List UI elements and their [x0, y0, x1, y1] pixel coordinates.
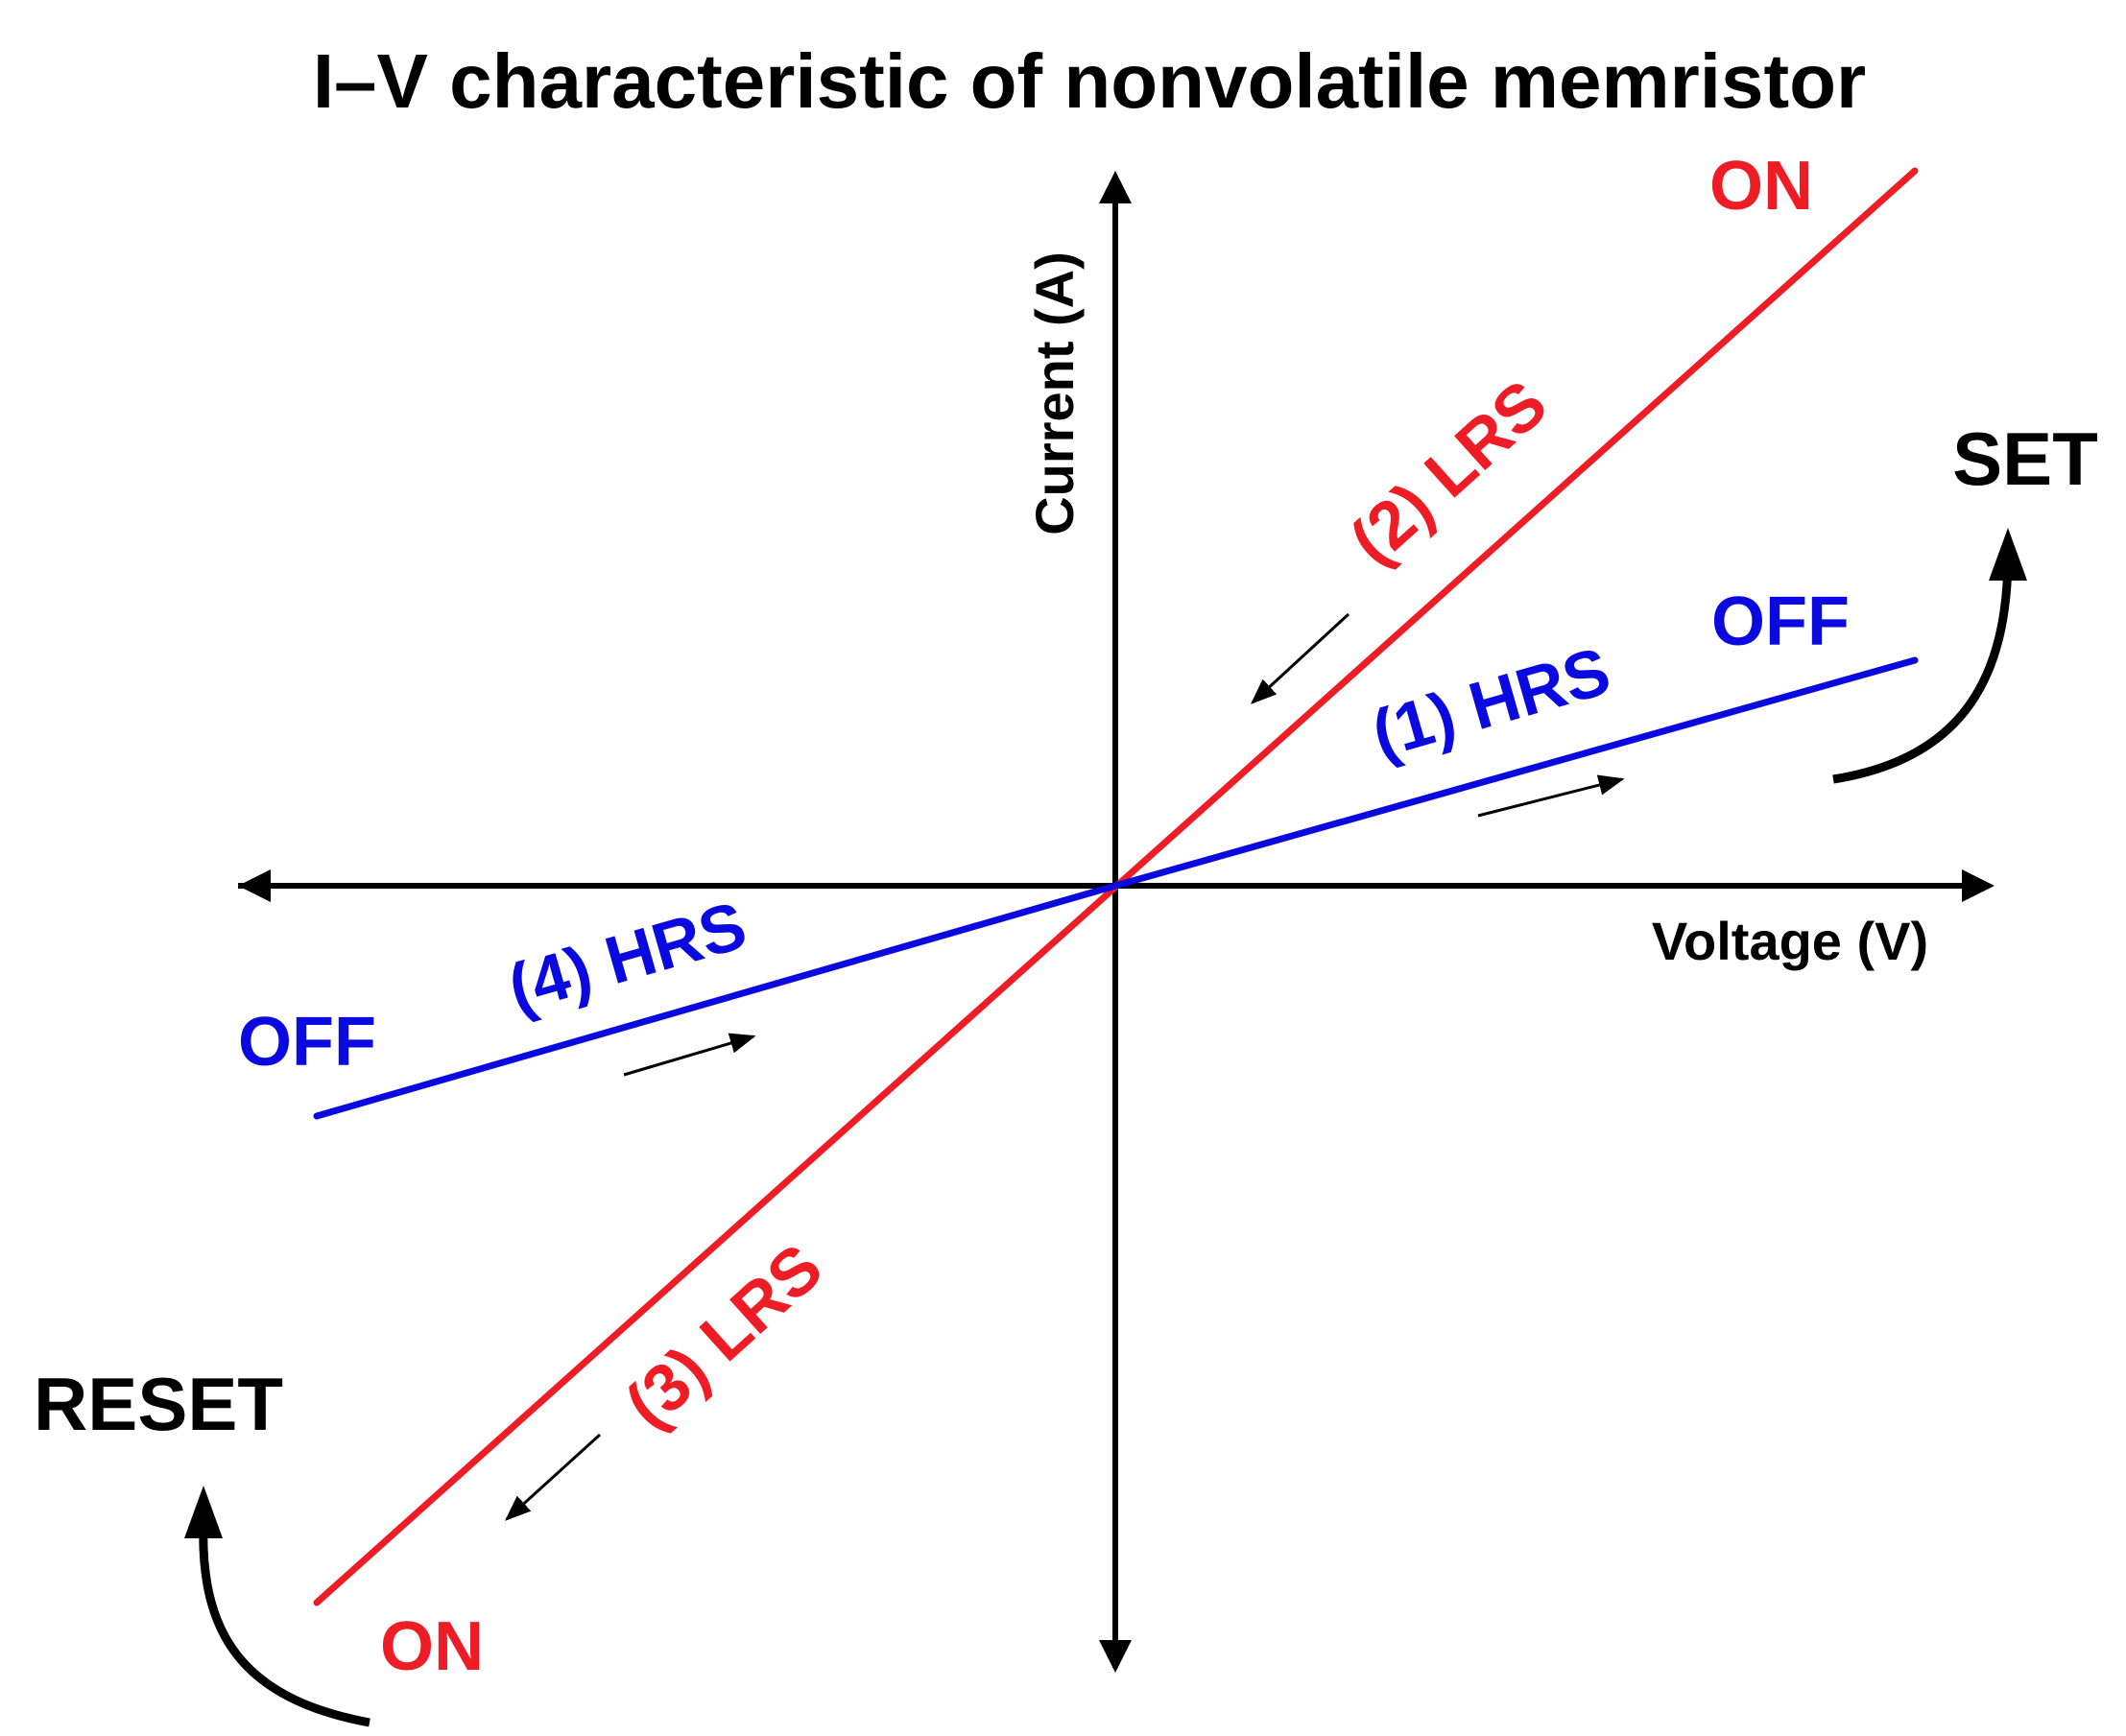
x-axis-arrow-right: [1962, 869, 1995, 902]
segment-label-lrs-2: (2) LRS: [1336, 366, 1561, 579]
y-axis: [1099, 171, 1132, 1673]
state-label-off-left: OFF: [238, 1004, 376, 1081]
hrs-line-positive: [1111, 656, 1919, 890]
x-axis-arrow-left: [238, 869, 271, 902]
direction-arrow-lrs-3: [505, 1433, 602, 1521]
x-axis-label: Voltage (V): [1652, 911, 1928, 971]
y-axis-arrow-down: [1099, 1640, 1132, 1673]
set-curved-arrow: [1832, 560, 2013, 784]
transition-label-set: SET: [1952, 416, 2098, 501]
reset-curved-arrow: [199, 1520, 370, 1727]
direction-arrow-hrs-1: [1477, 774, 1625, 818]
state-label-off-right: OFF: [1711, 583, 1850, 660]
state-label-on-top: ON: [1709, 148, 1813, 225]
reset-curved-arrow-head: [184, 1486, 223, 1538]
transition-label-reset: RESET: [34, 1362, 283, 1446]
segment-label-hrs-4: (4) HRS: [500, 888, 754, 1027]
set-curved-arrow-head: [1989, 528, 2027, 581]
y-axis-label: Current (A): [1024, 251, 1085, 535]
y-axis-arrow-up: [1099, 171, 1132, 203]
direction-arrow-hrs-4: [623, 1033, 756, 1077]
state-label-on-bottom: ON: [380, 1608, 484, 1685]
hrs-line-negative: [313, 882, 1119, 1120]
segment-label-lrs-3: (3) LRS: [611, 1229, 836, 1442]
segment-label-hrs-1: (1) HRS: [1364, 633, 1618, 773]
diagram-title: I–V characteristic of nonvolatile memris…: [313, 38, 1866, 124]
direction-arrow-lrs-2: [1251, 612, 1350, 704]
